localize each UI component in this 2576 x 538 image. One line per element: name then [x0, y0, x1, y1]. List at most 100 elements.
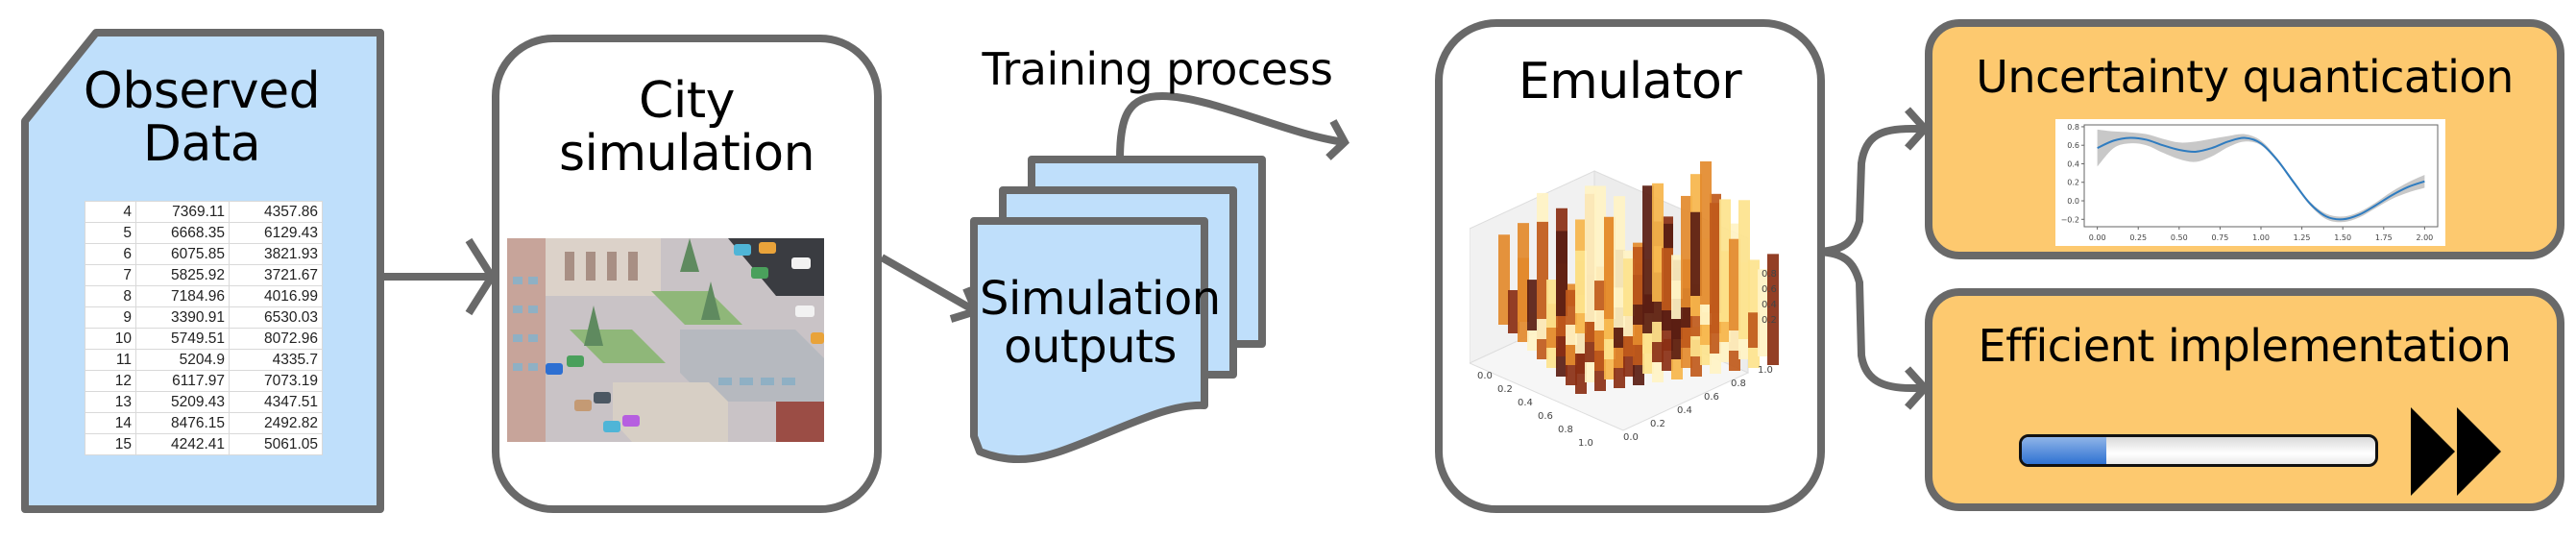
efficient-title: Efficient implementation: [1978, 320, 2512, 372]
observed-data-title: Observed Data: [58, 65, 346, 170]
observed-title-line-1: Observed: [83, 62, 321, 120]
uncertainty-title: Uncertainty quantication: [1976, 51, 2514, 103]
arrow-city-to-outputs: [880, 254, 982, 323]
x-tick-label: 0.00: [2089, 233, 2106, 242]
x-tick-label: 1.75: [2375, 233, 2393, 242]
x-axis-tick-label: 0.8: [1558, 425, 1573, 435]
z-axis-tick-label: 0.8: [1762, 269, 1777, 280]
arrow-outputs-to-emulator: [1116, 91, 1349, 160]
surface-column: [1585, 185, 1596, 322]
table-cell: 3821.93: [229, 243, 323, 265]
fast-forward-icon: [2411, 407, 2501, 496]
arrow-observed-to-city: [380, 237, 497, 316]
table-cell: 2492.82: [229, 412, 323, 434]
surface-column: [1498, 234, 1510, 325]
surface-column: [1537, 221, 1548, 319]
y-tick-label: 0.4: [2067, 159, 2079, 168]
surface-column: [1671, 255, 1683, 299]
table-cell: 6668.35: [135, 222, 230, 244]
table-cell: 8: [85, 285, 136, 307]
x-axis-tick-label: 1.0: [1578, 438, 1593, 449]
surface-column: [1748, 312, 1760, 348]
surface-column: [1642, 185, 1654, 313]
simulation-outputs-title: Simulation outputs: [980, 272, 1221, 372]
emulator-box[interactable]: [1435, 19, 1825, 513]
table-cell: 11: [85, 349, 136, 371]
x-tick-label: 2.00: [2416, 233, 2433, 242]
x-axis-tick-label: 0.0: [1477, 371, 1493, 381]
y-axis-tick-label: 0.8: [1731, 379, 1746, 389]
table-cell: 3721.67: [229, 264, 323, 286]
surface-column: [1729, 238, 1740, 330]
table-cell: 5825.92: [135, 264, 230, 286]
training-process-label: Training process: [982, 43, 1333, 95]
city-title-line-2: simulation: [558, 124, 815, 183]
table-cell: 4357.86: [229, 201, 323, 223]
table-cell: 7: [85, 264, 136, 286]
confidence-band: [2097, 129, 2425, 223]
x-axis-tick-label: 0.4: [1518, 398, 1533, 408]
z-axis-tick-label: 0.6: [1762, 284, 1777, 295]
table-cell: 6: [85, 243, 136, 265]
surface-column: [1738, 200, 1750, 339]
surface-column: [1594, 281, 1606, 310]
table-cell: 12: [85, 370, 136, 392]
table-cell: 8072.96: [229, 328, 323, 350]
table-cell: 4: [85, 201, 136, 223]
progress-bar: [2019, 434, 2378, 467]
table-cell: 13: [85, 391, 136, 413]
table-cell: 9: [85, 306, 136, 329]
y-tick-label: 0.2: [2067, 179, 2079, 187]
mean-line: [2097, 136, 2425, 221]
surface-column: [1681, 195, 1692, 307]
surface-column: [1614, 196, 1625, 307]
y-axis-tick-label: 1.0: [1758, 365, 1773, 376]
table-cell: 5749.51: [135, 328, 230, 350]
z-axis-tick-label: 0.4: [1762, 300, 1777, 310]
table-cell: 4242.41: [135, 433, 230, 455]
table-cell: 8476.15: [135, 412, 230, 434]
table-cell: 6117.97: [135, 370, 230, 392]
arrow-emulator-to-right-boxes: [1812, 107, 1931, 410]
y-axis-tick-label: 0.6: [1704, 392, 1719, 403]
x-tick-label: 1.50: [2334, 233, 2351, 242]
outputs-title-line-1: Simulation: [980, 272, 1221, 326]
y-tick-label: −0.2: [2061, 215, 2079, 224]
table-cell: 7369.11: [135, 201, 230, 223]
table-cell: 4016.99: [229, 285, 323, 307]
surface-column: [1662, 248, 1673, 310]
output-page-front[interactable]: [970, 217, 1208, 464]
city-title-line-1: City: [639, 72, 735, 130]
table-cell: 5204.9: [135, 349, 230, 371]
surface-column: [1719, 199, 1731, 322]
x-tick-label: 1.25: [2294, 233, 2311, 242]
x-tick-label: 0.25: [2129, 233, 2147, 242]
table-cell: 5209.43: [135, 391, 230, 413]
table-cell: 6129.43: [229, 222, 323, 244]
city-simulation-title: City simulation: [499, 75, 874, 180]
surface-column: [1527, 280, 1539, 330]
x-tick-label: 0.50: [2171, 233, 2188, 242]
table-cell: 6075.85: [135, 243, 230, 265]
z-axis-tick-label: 0.2: [1762, 315, 1777, 326]
surface-column: [1652, 183, 1664, 302]
x-axis-tick-label: 0.6: [1538, 411, 1553, 422]
table-cell: 4347.51: [229, 391, 323, 413]
surface-column: [1623, 258, 1635, 316]
observed-title-line-2: Data: [142, 114, 261, 173]
surface-column: [1700, 161, 1712, 305]
x-tick-label: 1.00: [2252, 233, 2270, 242]
surface-column: [1566, 289, 1577, 325]
surface-column: [1575, 250, 1587, 313]
